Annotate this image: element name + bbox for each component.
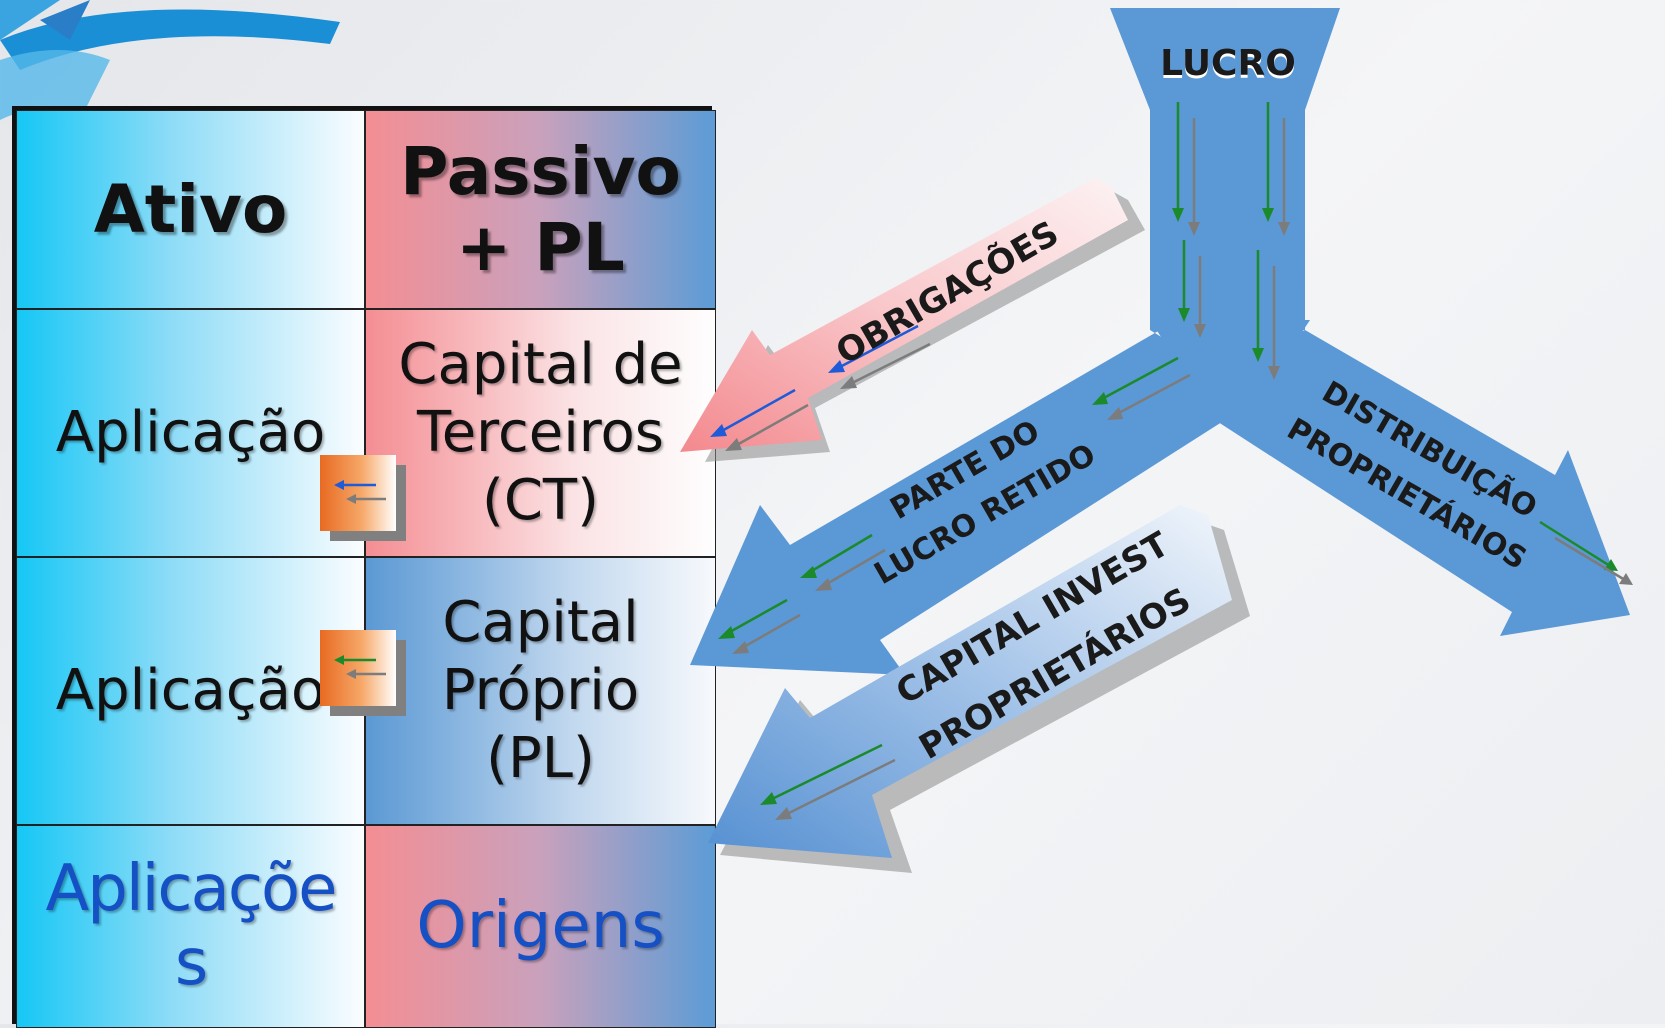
ct-line3: (CT) (481, 468, 599, 534)
header-ativo-text: Ativo (93, 170, 288, 248)
row2-pl-cell: Capital Próprio (PL) (365, 557, 716, 825)
ct-line2: Terceiros (417, 399, 664, 465)
footer-aplicacoes-line1: Aplicaçõe (45, 851, 337, 926)
corner-logo (0, 0, 340, 120)
footer-aplicacoes-cell: Aplicaçõe s (16, 825, 365, 1028)
header-ativo-cell: Ativo (16, 110, 365, 309)
pl-line3: (PL) (486, 726, 595, 792)
row1-ativo-text: Aplicação (55, 399, 326, 465)
footer-aplicacoes-line2: s (174, 925, 208, 1000)
pl-line2: Próprio (441, 657, 640, 723)
footer-origens-cell: Origens (365, 825, 716, 1028)
transfer-arrow-icon-ct (320, 455, 396, 531)
header-passivo-line2: + PL (456, 208, 625, 286)
footer-origens-text: Origens (416, 888, 665, 963)
pl-line1: Capital (442, 589, 639, 655)
row2-ativo-cell: Aplicação (16, 557, 365, 825)
ct-line1: Capital de (398, 331, 683, 397)
balance-sheet-table: Ativo Passivo + PL Aplicação Capital de … (12, 106, 716, 1028)
row1-ativo-cell: Aplicação (16, 309, 365, 557)
row1-ct-cell: Capital de Terceiros (CT) (365, 309, 716, 557)
transfer-arrow-icon-pl (320, 630, 396, 706)
header-passivo-line1: Passivo (400, 132, 681, 210)
header-passivo-cell: Passivo + PL (365, 110, 716, 309)
row2-ativo-text: Aplicação (55, 657, 326, 723)
